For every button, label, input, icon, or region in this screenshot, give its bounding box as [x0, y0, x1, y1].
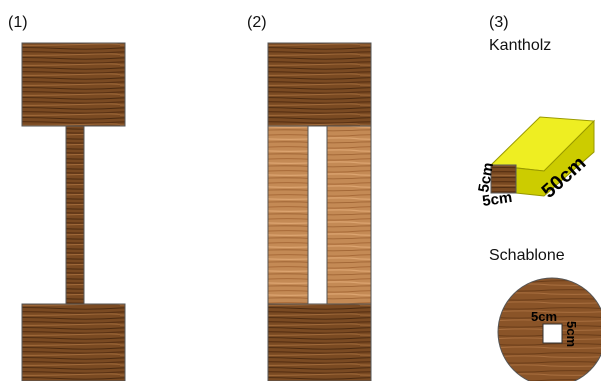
fig2-slot [308, 126, 327, 304]
fig2-bottom-block [268, 304, 371, 381]
schablone-square-hole [543, 324, 562, 343]
fig1-top-block [22, 43, 125, 126]
fig2-left-panel [268, 126, 308, 304]
fig2-top-block [268, 43, 371, 126]
kantholz-dim-width: 5cm [481, 189, 513, 210]
fig2-right-panel [327, 126, 371, 304]
fig1-bottom-block [22, 304, 125, 381]
schablone-dim-vertical: 5cm [564, 321, 579, 347]
schablone-dim-horizontal: 5cm [531, 309, 557, 324]
fig1-center-post [66, 126, 84, 304]
